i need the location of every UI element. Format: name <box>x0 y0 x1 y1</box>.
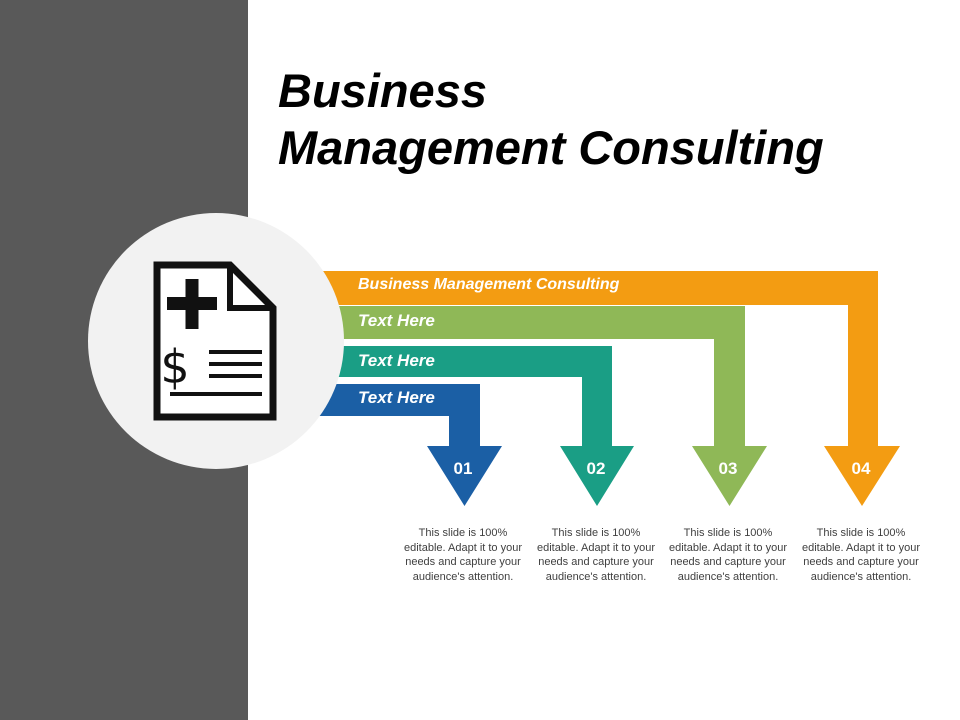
step-number-4: 04 <box>851 459 871 478</box>
step-number-2: 02 <box>586 459 606 478</box>
arrow-band-2 <box>300 306 767 506</box>
step-description-4: This slide is 100% editable. Adapt it to… <box>801 527 921 583</box>
arrow-band-4 <box>300 384 502 506</box>
band-label-3: Text Here <box>358 351 435 370</box>
band-label-1: Business Management Consulting <box>358 276 620 293</box>
title-line-1: Business <box>278 64 487 117</box>
step-description-3: This slide is 100% editable. Adapt it to… <box>668 527 788 583</box>
band-label-4: Text Here <box>358 388 435 407</box>
slide-title: Business Management Consulting <box>278 62 918 176</box>
step-number-3: 03 <box>718 459 738 478</box>
arrow-band-1 <box>300 271 900 506</box>
title-line-2: Management Consulting <box>278 121 824 174</box>
step-number-1: 01 <box>453 459 473 478</box>
medical-bill-icon: $ <box>153 261 277 421</box>
step-description-2: This slide is 100% editable. Adapt it to… <box>536 527 656 583</box>
svg-text:$: $ <box>160 340 189 394</box>
band-label-2: Text Here <box>358 311 435 330</box>
step-description-1: This slide is 100% editable. Adapt it to… <box>403 527 523 583</box>
